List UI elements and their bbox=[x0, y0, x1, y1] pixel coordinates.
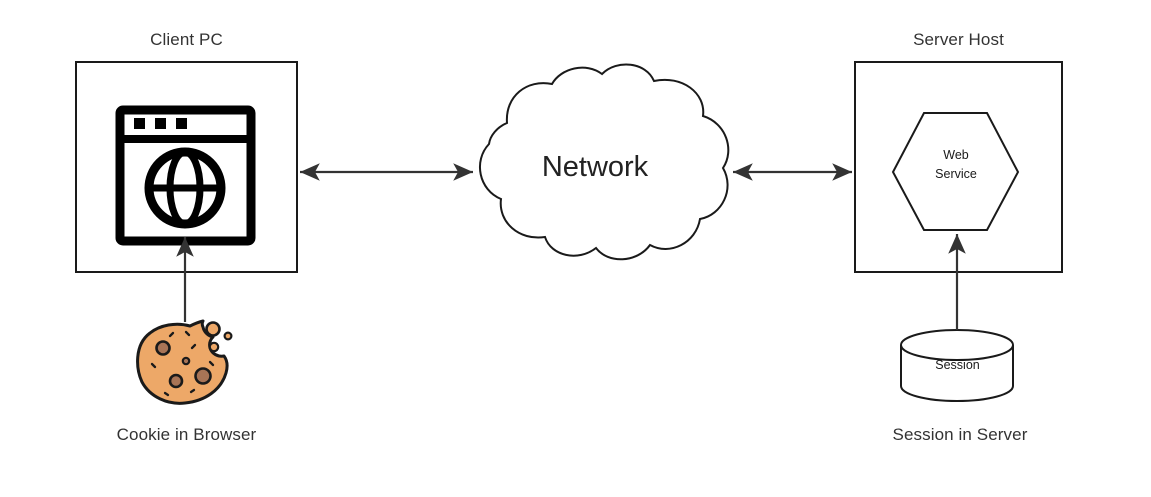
cookie-icon bbox=[136, 319, 233, 405]
network-cloud bbox=[479, 63, 730, 261]
session-database-cylinder bbox=[900, 329, 1014, 402]
cookie-caption-label: Cookie in Browser bbox=[116, 425, 257, 444]
web-service-label-line1: Web bbox=[943, 148, 969, 162]
web-service-hexagon bbox=[891, 112, 1020, 231]
globe-icon bbox=[144, 147, 226, 229]
web-service-label-line2: Service bbox=[935, 167, 977, 181]
network-label: Network bbox=[541, 151, 649, 183]
session-store-label: Session bbox=[935, 358, 980, 372]
client-pc-label: Client PC bbox=[150, 30, 223, 49]
session-caption-label: Session in Server bbox=[892, 425, 1028, 444]
web-service-label: Web Service bbox=[893, 146, 1019, 184]
server-host-label: Server Host bbox=[913, 30, 1004, 49]
